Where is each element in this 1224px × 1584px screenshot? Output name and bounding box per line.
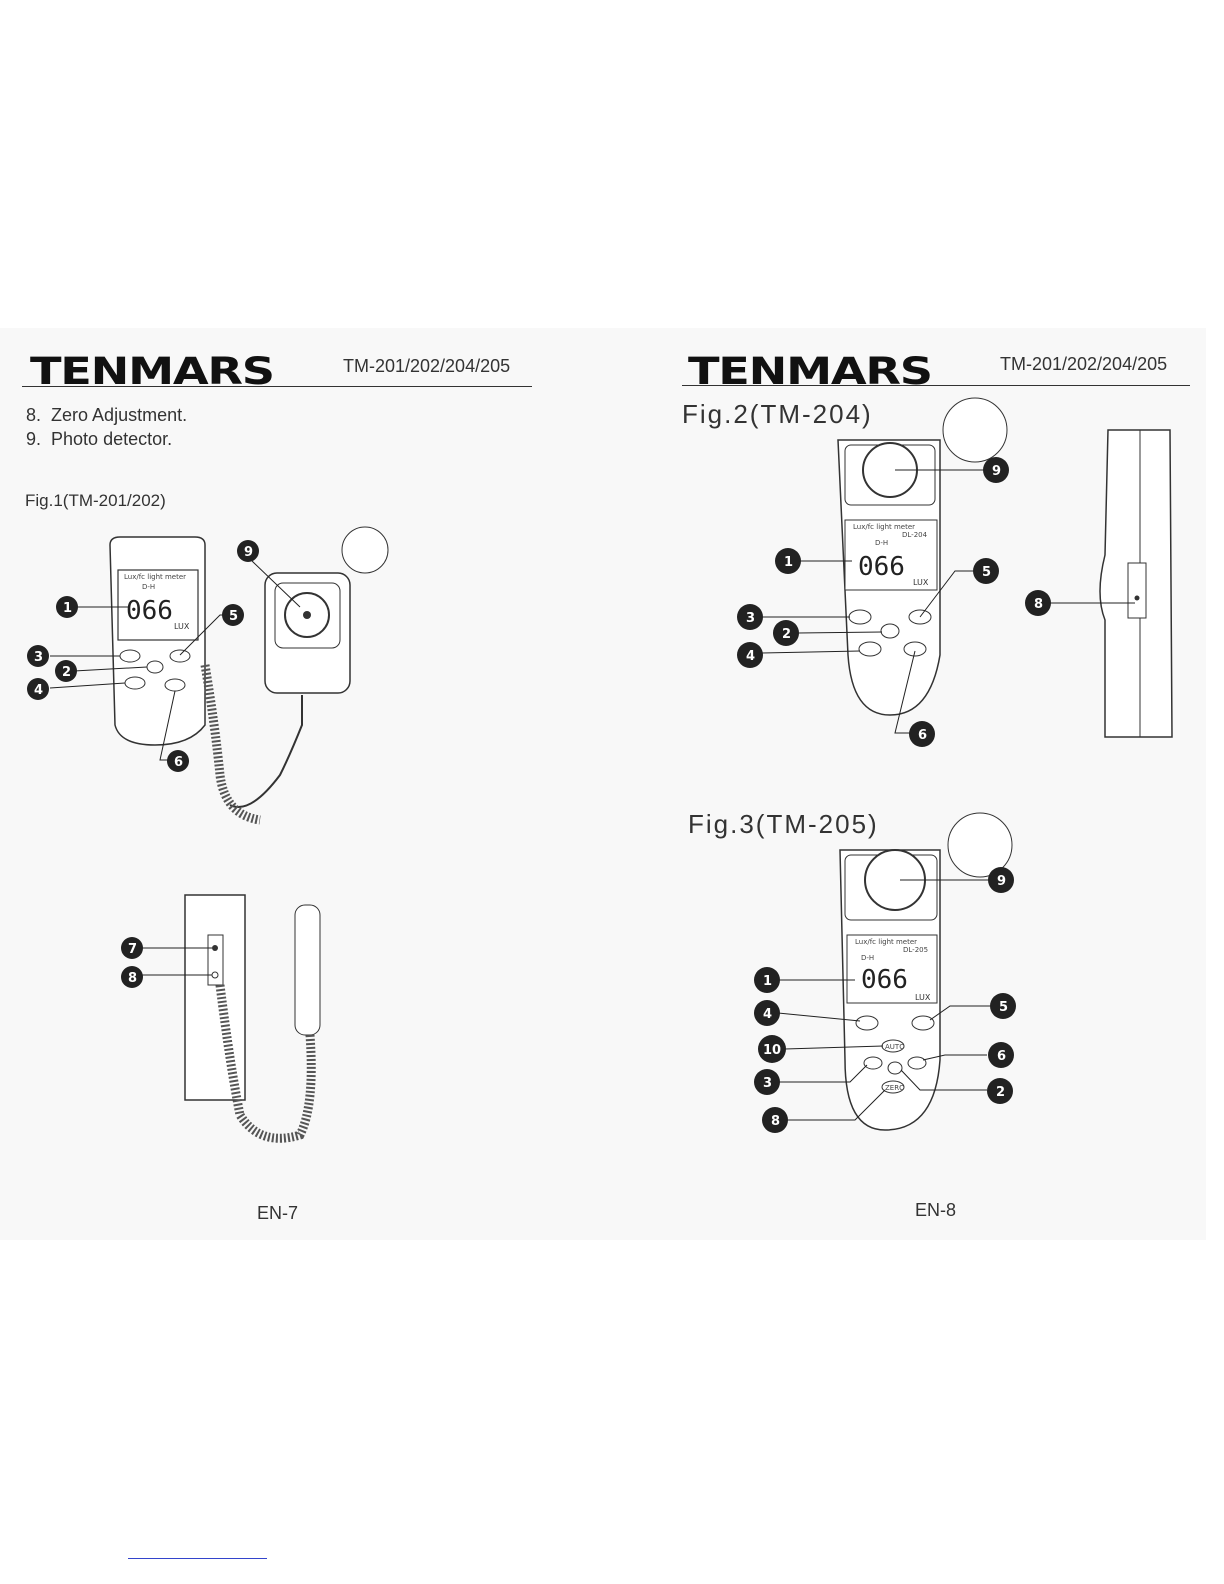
fig3-caption: Fig.3(TM-205) <box>688 809 879 839</box>
fig1-side-view-illustration: 7 8 <box>121 894 321 1143</box>
svg-text:9: 9 <box>997 874 1006 889</box>
svg-text:D-H: D-H <box>861 954 874 962</box>
svg-text:6: 6 <box>997 1049 1006 1064</box>
svg-text:ZERO: ZERO <box>885 1084 905 1092</box>
brand-logo-left: TENMARS <box>30 350 275 393</box>
svg-text:Lux/fc light meter: Lux/fc light meter <box>124 573 186 581</box>
svg-text:7: 7 <box>128 942 137 957</box>
page-number-right: EN-8 <box>915 1200 957 1220</box>
svg-text:5: 5 <box>229 609 238 624</box>
svg-text:LUX: LUX <box>913 578 929 587</box>
svg-text:8: 8 <box>771 1114 780 1129</box>
bottom-link-underline <box>128 1558 267 1559</box>
svg-text:Lux/fc light meter: Lux/fc light meter <box>855 938 917 946</box>
svg-text:DL-204: DL-204 <box>902 531 928 539</box>
svg-text:9: 9 <box>992 464 1001 479</box>
svg-text:5: 5 <box>982 565 991 580</box>
svg-text:D-H: D-H <box>875 539 888 547</box>
svg-text:Lux/fc light meter: Lux/fc light meter <box>853 523 915 531</box>
svg-text:6: 6 <box>918 728 927 743</box>
svg-text:4: 4 <box>763 1007 772 1022</box>
svg-text:3: 3 <box>34 650 43 665</box>
svg-text:3: 3 <box>746 611 755 626</box>
fig2-meter-illustration: Lux/fc light meter DL-204 D-H 066 LUX 1 … <box>737 397 1173 747</box>
header-rule-left <box>22 386 532 387</box>
svg-text:LUX: LUX <box>915 993 931 1002</box>
svg-text:066: 066 <box>861 965 908 995</box>
model-header-right: TM-201/202/204/205 <box>1000 354 1168 374</box>
svg-text:1: 1 <box>784 555 793 570</box>
svg-text:LUX: LUX <box>174 622 190 631</box>
header-rule-right <box>682 385 1190 386</box>
page-number-left: EN-7 <box>257 1203 299 1223</box>
svg-text:6: 6 <box>174 755 183 770</box>
svg-text:066: 066 <box>858 552 905 582</box>
fig3-meter-illustration: Lux/fc light meter DL-205 D-H 066 LUX AU… <box>754 812 1016 1133</box>
svg-text:8: 8 <box>1034 597 1043 612</box>
list-item-8: 8. Zero Adjustment. <box>26 405 188 425</box>
svg-text:1: 1 <box>63 601 72 616</box>
svg-text:10: 10 <box>763 1043 781 1058</box>
svg-text:DL-205: DL-205 <box>903 946 928 954</box>
svg-text:3: 3 <box>763 1076 772 1091</box>
svg-text:AUTO: AUTO <box>885 1043 905 1051</box>
svg-text:4: 4 <box>746 649 755 664</box>
svg-text:9: 9 <box>244 545 253 560</box>
svg-text:2: 2 <box>782 627 791 642</box>
svg-text:D-H: D-H <box>142 583 155 591</box>
svg-text:1: 1 <box>763 974 772 989</box>
svg-text:8: 8 <box>128 971 137 986</box>
model-header-left: TM-201/202/204/205 <box>343 356 511 376</box>
svg-text:2: 2 <box>62 665 71 680</box>
svg-text:2: 2 <box>996 1085 1005 1100</box>
fig2-caption: Fig.2(TM-204) <box>682 399 873 429</box>
fig1-meter-illustration: Lux/fc light meter D-H 066 LUX 1 3 2 4 5… <box>27 526 389 825</box>
svg-text:4: 4 <box>34 683 43 698</box>
brand-logo-right: TENMARS <box>688 350 933 393</box>
svg-text:066: 066 <box>126 596 173 626</box>
svg-text:5: 5 <box>999 1000 1008 1015</box>
list-item-9: 9. Photo detector. <box>26 429 173 449</box>
fig1-caption: Fig.1(TM-201/202) <box>25 491 166 510</box>
